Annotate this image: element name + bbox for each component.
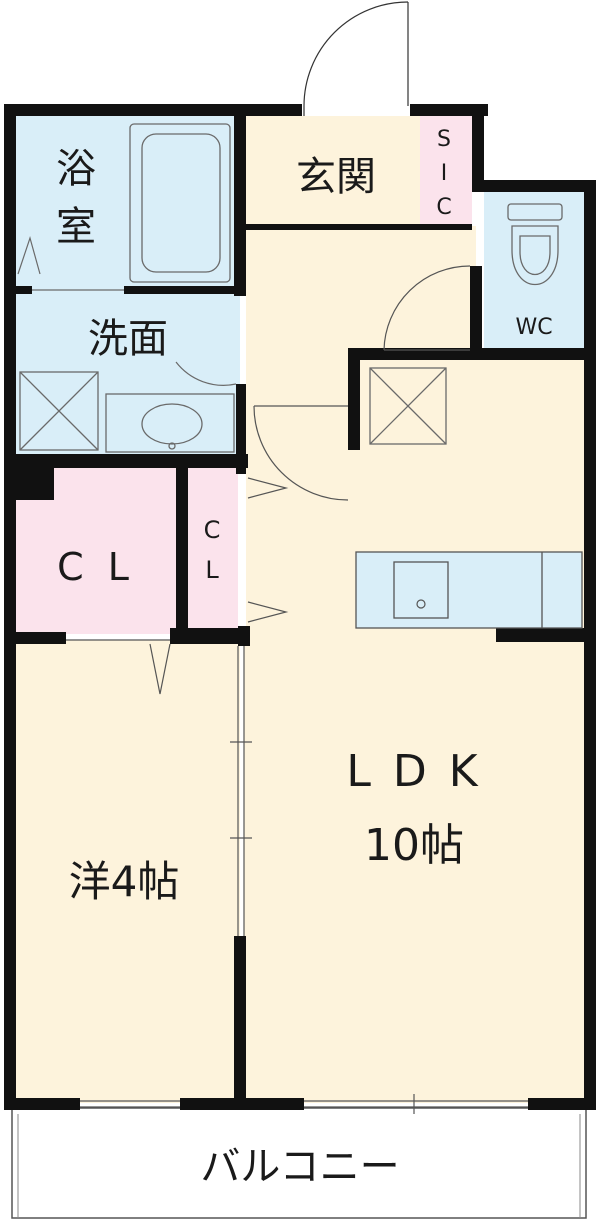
small-closet-door-1 (247, 477, 289, 499)
wc-label: WC (515, 315, 552, 340)
wash-basin (105, 393, 235, 453)
small-closet-label-2: L (205, 556, 219, 584)
windows (80, 1094, 528, 1114)
entrance-area (246, 116, 420, 226)
bath-label-1: 浴 (56, 146, 96, 192)
washroom-door-swing (175, 361, 237, 386)
western-room-area (14, 640, 240, 1103)
ldk-lower-area (244, 626, 586, 1103)
closet-label: C L (57, 545, 135, 589)
front-door (303, 1, 409, 116)
sic-label-1: S (437, 127, 451, 152)
bath-area (14, 116, 240, 292)
balcony-outline (11, 1107, 587, 1219)
bath-label-2: 室 (56, 204, 96, 250)
small-closet-area (188, 468, 238, 628)
sliding-partition (230, 646, 252, 936)
ldk-label-1: L D K (346, 746, 481, 797)
kitchen-counter (355, 551, 583, 629)
wc-area (484, 192, 586, 352)
sic-label-2: I (441, 161, 448, 186)
washroom-label: 洗面 (88, 316, 168, 362)
small-closet-door-2 (247, 601, 289, 623)
small-closet-label-1: C (204, 516, 221, 544)
hall-door-swing (383, 265, 471, 351)
washroom-area (14, 292, 240, 456)
room-labels: 浴 室 洗面 玄関 S I C WC C L C L L D K 10帖 洋4帖… (56, 127, 553, 1190)
entrance-label: 玄関 (296, 154, 376, 200)
walls (4, 104, 596, 1110)
bathtub (129, 123, 231, 283)
ldk-label-2: 10帖 (364, 820, 464, 871)
washing-machine-space (19, 371, 99, 451)
balcony-label: バルコニー (200, 1144, 399, 1190)
bath-door-swing (17, 235, 41, 275)
sic-label-3: C (436, 195, 451, 220)
refrigerator-space (369, 367, 447, 445)
ldk-door-swing (253, 405, 349, 501)
toilet (507, 203, 563, 286)
western-room-label: 洋4帖 (69, 857, 180, 906)
closet-door-swing (149, 643, 171, 695)
sic-area (420, 116, 472, 226)
